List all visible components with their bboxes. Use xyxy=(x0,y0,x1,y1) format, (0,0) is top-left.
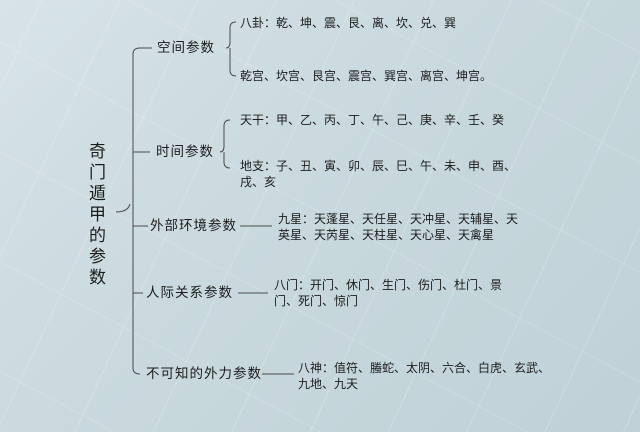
environment-detail-stars: 九星：天蓬星、天任星、天冲星、天辅星、天英星、天芮星、天柱星、天心星、天禽星 xyxy=(278,212,519,242)
space-detail-bagua: 八卦：乾、坤、震、艮、离、坎、兑、巽 xyxy=(240,16,457,30)
forces-detail-gods: 八神：值符、螣蛇、太阴、六合、白虎、玄武、九地、九天 xyxy=(298,361,551,391)
branch-time: 时间参数 xyxy=(156,144,214,160)
root-connector xyxy=(115,203,131,213)
main-spine xyxy=(132,47,141,375)
branch-external-forces: 不可知的外力参数 xyxy=(146,366,262,382)
branch-environment: 外部环境参数 xyxy=(150,218,237,234)
time-detail-tiangan: 天干：甲、乙、丙、丁、午、己、庚、辛、壬、癸 xyxy=(240,113,505,127)
space-detail-palaces: 乾宫、坎宫、艮宫、震宫、巽宫、离宫、坤宫。 xyxy=(240,69,493,83)
branch-relations: 人际关系参数 xyxy=(146,285,233,301)
space-bracket xyxy=(225,21,237,77)
branch-space: 空间参数 xyxy=(157,40,215,56)
time-detail-dizhi: 地支：子、丑、寅、卯、辰、巳、午、未、申、酉、戌、亥 xyxy=(240,159,517,189)
relations-detail-gates: 八门：开门、休门、生门、伤门、杜门、景门、死门、惊门 xyxy=(274,278,503,308)
root-title: 奇门遁甲的参数 xyxy=(85,142,105,289)
time-bracket xyxy=(219,119,231,169)
